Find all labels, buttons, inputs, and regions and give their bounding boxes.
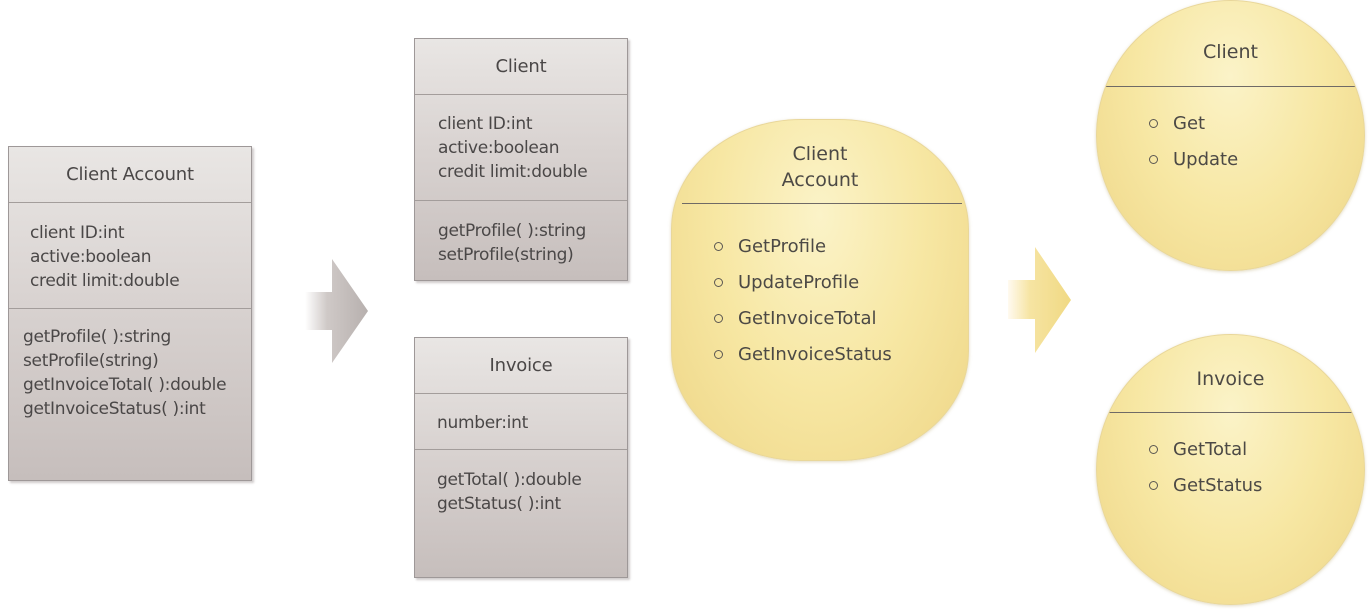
attribute: credit limit:double bbox=[30, 271, 180, 291]
operation-item: Get bbox=[1149, 105, 1238, 141]
class-title: Client bbox=[415, 39, 627, 95]
object-title: Invoice bbox=[1196, 368, 1265, 390]
transform-arrow-gray bbox=[305, 259, 368, 363]
method: setProfile(string) bbox=[438, 245, 574, 265]
object-title-line: Client bbox=[792, 143, 848, 165]
circle-bullet-icon bbox=[1149, 480, 1158, 490]
attribute: number:int bbox=[437, 413, 528, 433]
operation-label: Update bbox=[1173, 148, 1239, 170]
object-client: Client Get Update bbox=[1096, 0, 1365, 271]
operation-label: GetInvoiceStatus bbox=[738, 343, 892, 365]
method: getInvoiceStatus( ):int bbox=[23, 399, 206, 419]
operation-label: GetStatus bbox=[1173, 474, 1263, 496]
operation-label: GetTotal bbox=[1173, 438, 1248, 460]
class-attributes: client ID:int active:boolean credit limi… bbox=[415, 94, 627, 201]
method: setProfile(string) bbox=[23, 351, 159, 371]
attribute: client ID:int bbox=[438, 114, 533, 134]
attribute: credit limit:double bbox=[438, 162, 588, 182]
circle-bullet-icon bbox=[714, 241, 723, 251]
circle-bullet-icon bbox=[1149, 154, 1158, 164]
operation-item: GetProfile bbox=[714, 228, 892, 264]
class-attributes: number:int bbox=[415, 393, 627, 450]
attribute: active:boolean bbox=[438, 138, 560, 158]
class-methods: getProfile( ):string setProfile(string) bbox=[415, 201, 627, 267]
operation-item: Update bbox=[1149, 141, 1238, 177]
class-title: Client Account bbox=[9, 147, 251, 203]
object-client-account: Client Account GetProfile UpdateProfile … bbox=[671, 119, 969, 461]
method: getTotal( ):double bbox=[437, 470, 582, 490]
operation-item: GetInvoiceTotal bbox=[714, 300, 892, 336]
class-methods: getTotal( ):double getStatus( ):int bbox=[415, 450, 627, 516]
method: getProfile( ):string bbox=[23, 327, 171, 347]
attribute: client ID:int bbox=[30, 223, 125, 243]
class-client: Client client ID:int active:boolean cred… bbox=[414, 38, 628, 281]
operation-list: GetProfile UpdateProfile GetInvoiceTotal… bbox=[714, 228, 892, 372]
operation-item: GetInvoiceStatus bbox=[714, 336, 892, 372]
operation-label: GetProfile bbox=[738, 235, 827, 257]
transform-arrow-gold bbox=[1008, 247, 1071, 353]
class-methods: getProfile( ):string setProfile(string) … bbox=[9, 309, 251, 421]
object-invoice: Invoice GetTotal GetStatus bbox=[1096, 334, 1365, 605]
circle-bullet-icon bbox=[1149, 444, 1158, 454]
method: getStatus( ):int bbox=[437, 494, 561, 514]
method: getInvoiceTotal( ):double bbox=[23, 375, 227, 395]
operation-item: UpdateProfile bbox=[714, 264, 892, 300]
object-title-line: Account bbox=[781, 169, 859, 191]
circle-bullet-icon bbox=[1149, 118, 1158, 128]
class-title: Invoice bbox=[415, 338, 627, 394]
circle-bullet-icon bbox=[714, 349, 723, 359]
class-invoice: Invoice number:int getTotal( ):double ge… bbox=[414, 337, 628, 578]
operation-label: GetInvoiceTotal bbox=[738, 307, 877, 329]
class-client-account: Client Account client ID:int active:bool… bbox=[8, 146, 252, 481]
object-title: Client Account bbox=[672, 141, 968, 193]
circle-bullet-icon bbox=[714, 313, 723, 323]
operation-list: GetTotal GetStatus bbox=[1149, 431, 1262, 503]
operation-label: Get bbox=[1173, 112, 1206, 134]
operation-item: GetTotal bbox=[1149, 431, 1262, 467]
class-attributes: client ID:int active:boolean credit limi… bbox=[9, 202, 251, 309]
object-title: Client bbox=[1202, 41, 1258, 63]
circle-bullet-icon bbox=[714, 277, 723, 287]
object-divider bbox=[682, 203, 962, 204]
operation-item: GetStatus bbox=[1149, 467, 1262, 503]
operation-list: Get Update bbox=[1149, 105, 1238, 177]
object-divider bbox=[1100, 86, 1361, 87]
method: getProfile( ):string bbox=[438, 221, 586, 241]
attribute: active:boolean bbox=[30, 247, 152, 267]
object-divider bbox=[1100, 412, 1361, 413]
operation-label: UpdateProfile bbox=[738, 271, 860, 293]
